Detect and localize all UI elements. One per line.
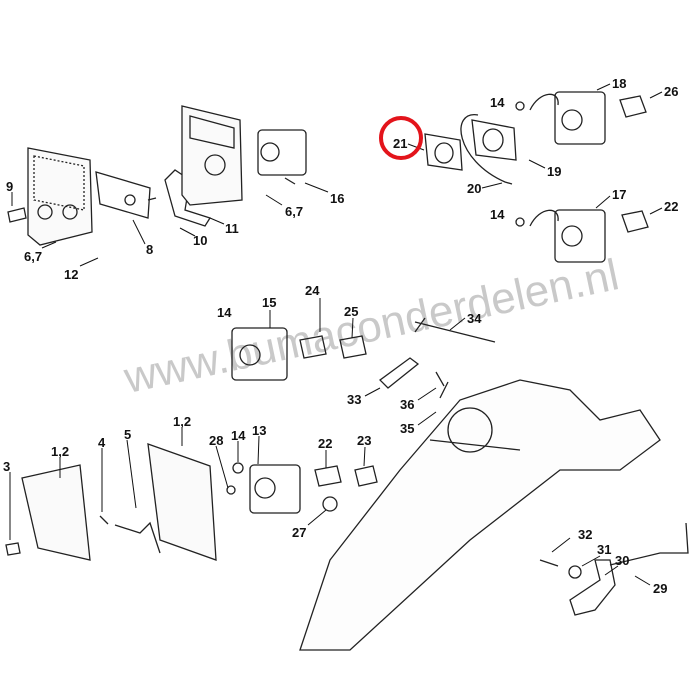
- cable-20: [460, 114, 513, 185]
- part-label-p27: 27: [292, 525, 307, 540]
- filter-housing: [181, 105, 243, 206]
- part-label-p14d: 14: [231, 428, 246, 443]
- part-label-p13: 13: [252, 423, 267, 438]
- air-filter-cover: [5, 464, 91, 561]
- part-label-p18: 18: [612, 76, 627, 91]
- gasket-21: [424, 133, 463, 171]
- air-filter-top-left: [7, 147, 93, 246]
- part-label-p19: 19: [547, 164, 562, 179]
- part-label-p33: 33: [347, 392, 362, 407]
- carburetor-17: [515, 209, 606, 263]
- part-label-p20: 20: [467, 181, 482, 196]
- carburetor-13: [249, 464, 301, 514]
- part-label-p67a: 6,7: [24, 249, 43, 264]
- plate-8: [95, 171, 151, 219]
- gasket-19: [471, 119, 517, 161]
- part-label-p32: 32: [578, 527, 593, 542]
- part-label-p12: 12: [64, 267, 79, 282]
- part-label-p35: 35: [400, 421, 415, 436]
- part-label-p23: 23: [357, 433, 372, 448]
- part-label-p12b: 1,2: [173, 414, 192, 429]
- part-label-p11: 11: [225, 221, 239, 236]
- part-label-p14a: 14: [490, 95, 505, 110]
- part-label-p25: 25: [344, 304, 359, 319]
- chainsaw-housing: [299, 379, 661, 651]
- part-label-p9: 9: [6, 179, 14, 194]
- part-label-p14c: 14: [217, 305, 232, 320]
- part-label-p15: 15: [262, 295, 277, 310]
- part-label-p30: 30: [615, 553, 630, 568]
- part-label-p17: 17: [612, 187, 627, 202]
- part-label-p31: 31: [597, 542, 612, 557]
- part-label-p36: 36: [400, 397, 415, 412]
- part-label-p14b: 14: [490, 207, 505, 222]
- filter-base: [147, 443, 217, 561]
- carburetor-15: [231, 327, 288, 381]
- carburetor-18: [515, 91, 606, 145]
- carburetor-16: [257, 129, 307, 185]
- part-label-p28: 28: [209, 433, 224, 448]
- part-label-p10: 10: [193, 233, 208, 248]
- part-label-p67b: 6,7: [285, 204, 304, 219]
- highlight-circle-part-21: [379, 116, 423, 160]
- part-label-p5: 5: [124, 427, 132, 442]
- part-label-p4: 4: [98, 435, 106, 450]
- part-label-p34: 34: [467, 311, 482, 326]
- part-label-p21: 21: [393, 136, 408, 151]
- part-label-p16: 16: [330, 191, 345, 206]
- part-label-p24: 24: [305, 283, 320, 298]
- part-label-p8: 8: [146, 242, 154, 257]
- part-label-p3: 3: [3, 459, 11, 474]
- part-label-p22b: 22: [318, 436, 333, 451]
- part-label-p22a: 22: [664, 199, 679, 214]
- part-label-p29: 29: [653, 581, 668, 596]
- part-label-p26: 26: [664, 84, 679, 99]
- part-label-p12a: 1,2: [51, 444, 70, 459]
